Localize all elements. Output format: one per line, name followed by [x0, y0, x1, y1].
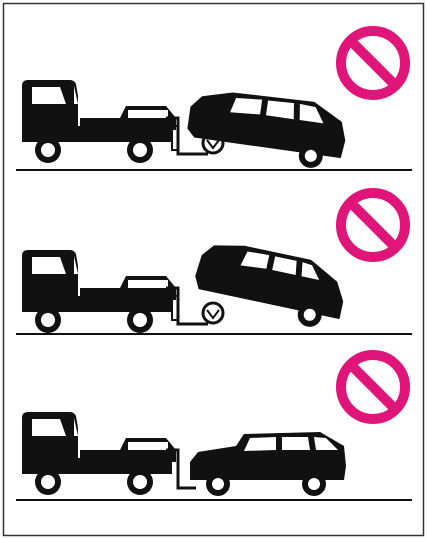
- tow-truck-icon: [22, 80, 176, 163]
- panel-rear-wheels-raised: [16, 193, 412, 334]
- prohibited-icon: [341, 193, 405, 257]
- tow-truck-icon: [22, 250, 176, 333]
- suv-icon: [184, 85, 350, 172]
- panel-front-wheels-raised: [16, 31, 412, 172]
- panel-flat-towing: [16, 355, 412, 500]
- prohibited-icon: [341, 31, 405, 95]
- suv-icon: [190, 432, 346, 496]
- tow-truck-icon: [22, 412, 176, 495]
- prohibited-icon: [341, 355, 405, 419]
